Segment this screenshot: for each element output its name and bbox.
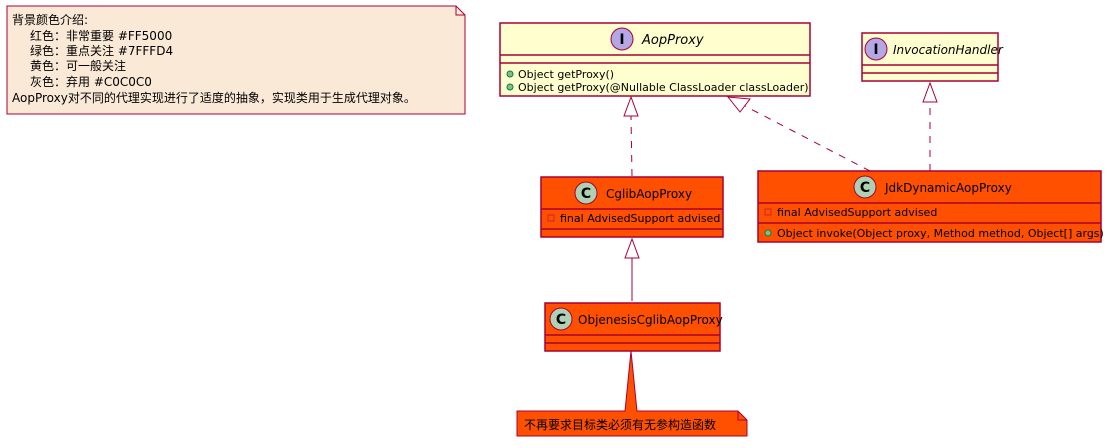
- public-method-icon: [506, 70, 514, 78]
- method-aopproxy-get-proxy: Object getProxy(): [518, 68, 614, 81]
- interface-badge-aopproxy: [610, 27, 634, 51]
- method-aopproxy-get-proxy-classloader: Object getProxy(@Nullable ClassLoader cl…: [518, 81, 809, 94]
- interface-badge-invocationhandler: [864, 37, 888, 61]
- bottom-note-text: 不再要求目标类必须有无参构造函数: [524, 417, 716, 432]
- class-aopproxy[interactable]: I AopProxy Object getProxy() Object getP…: [499, 22, 811, 97]
- legend-note-summary: AopProxy对不同的代理实现进行了适度的抽象，实现类用于生成代理对象。: [12, 90, 416, 105]
- stereotype-objenesiscglibaopproxy: C: [556, 312, 566, 328]
- class-badge-cglibaopproxy: [574, 181, 598, 205]
- arrowhead-aopproxy-jdk: [726, 96, 751, 113]
- legend-note: 背景颜色介绍: 红色：非常重要 #FF5000 绿色：重点关注 #7FFFD4 …: [6, 5, 466, 115]
- arrowhead-invocationhandler: [922, 81, 938, 103]
- arrowhead-cglib: [624, 237, 640, 259]
- bottom-note: 不再要求目标类必须有无参构造函数: [516, 350, 748, 437]
- class-badge-objenesiscglibaopproxy: [549, 307, 573, 331]
- class-invocationhandler[interactable]: I InvocationHandler: [861, 32, 1004, 82]
- arrowhead-aopproxy-cglib: [623, 95, 639, 117]
- class-jdkdynamicaopproxy[interactable]: C JdkDynamicAopProxy final AdvisedSuppor…: [757, 170, 1104, 243]
- class-name-jdkdynamicaopproxy: JdkDynamicAopProxy: [884, 181, 1012, 195]
- public-method-icon: [764, 229, 772, 237]
- legend-line-green: 绿色：重点关注 #7FFFD4: [30, 43, 173, 58]
- field-cglibaopproxy-advised: final AdvisedSupport advised: [560, 212, 720, 225]
- class-cglibaopproxy[interactable]: C CglibAopProxy final AdvisedSupport adv…: [540, 176, 724, 238]
- stereotype-invocationhandler: I: [873, 42, 878, 58]
- private-field-icon: [547, 214, 555, 222]
- field-jdkdynamicaopproxy-advised: final AdvisedSupport advised: [777, 206, 937, 219]
- class-objenesiscglibaopproxy[interactable]: C ObjenesisCglibAopProxy: [544, 302, 723, 352]
- legend-line-red: 红色：非常重要 #FF5000: [30, 28, 172, 43]
- class-name-aopproxy: AopProxy: [641, 33, 704, 48]
- private-field-icon: [764, 208, 772, 216]
- class-name-cglibaopproxy: CglibAopProxy: [606, 187, 692, 201]
- realization-jdk-aopproxy: [744, 105, 871, 172]
- class-name-objenesiscglibaopproxy: ObjenesisCglibAopProxy: [578, 313, 723, 327]
- public-method-icon: [506, 83, 514, 91]
- legend-line-yellow: 黄色：可一般关注: [30, 58, 126, 73]
- legend-line-gray: 灰色：弃用 #C0C0C0: [30, 74, 152, 89]
- method-jdkdynamicaopproxy-invoke: Object invoke(Object proxy, Method metho…: [777, 227, 1104, 240]
- stereotype-aopproxy: I: [619, 32, 624, 48]
- stereotype-jdkdynamicaopproxy: C: [860, 180, 870, 196]
- relationships: [623, 81, 938, 301]
- realization-cglib-aopproxy: [630, 115, 633, 177]
- legend-note-title: 背景颜色介绍:: [12, 12, 88, 27]
- class-badge-jdkdynamicaopproxy: [853, 175, 877, 199]
- class-name-invocationhandler: InvocationHandler: [893, 43, 1004, 57]
- stereotype-cglibaopproxy: C: [581, 186, 591, 202]
